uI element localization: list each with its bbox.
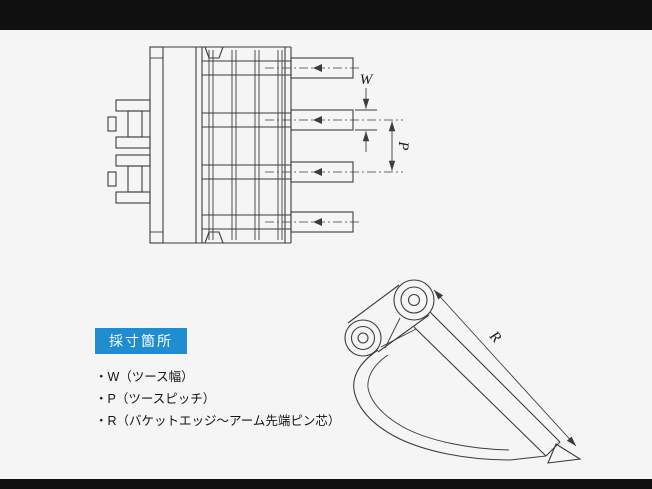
bucket-top-view <box>107 46 403 244</box>
rib-cap-bottom <box>204 231 224 244</box>
legend-item-r: ・R（バケットエッジ～アーム先端ピン芯） <box>95 413 341 428</box>
tooth-1 <box>202 57 360 79</box>
dimension-r-label: R <box>485 328 504 346</box>
legend-title: 採寸箇所 <box>95 328 187 354</box>
rib-cap-top <box>204 46 224 59</box>
tooth-4 <box>202 211 360 233</box>
legend-item-w: ・W（ツース幅） <box>95 370 194 384</box>
dimension-w-label: W <box>360 72 374 88</box>
hinge-bracket-lower <box>107 154 151 204</box>
side-plate <box>149 46 164 244</box>
tooth-2 <box>202 109 403 131</box>
legend: 採寸箇所 ・W（ツース幅） ・P（ツースピッチ） ・R（バケットエッジ～アーム先… <box>95 328 340 433</box>
bucket-side-view <box>344 279 582 464</box>
link-pin-boss <box>344 319 382 357</box>
bottom-letterbox-bar <box>0 479 652 489</box>
legend-item-p: ・P（ツースピッチ） <box>95 391 216 406</box>
hinge-bracket-upper <box>107 99 151 149</box>
dimension-p-label: P <box>395 140 411 150</box>
arm-pin-boss <box>393 279 435 321</box>
dimension-p: P <box>388 121 411 171</box>
legend-items: ・W（ツース幅） ・P（ツースピッチ） ・R（バケットエッジ～アーム先端ピン芯） <box>95 367 340 433</box>
dimension-w: W <box>355 72 377 152</box>
top-letterbox-bar <box>0 0 652 30</box>
edge-tooth <box>547 443 582 464</box>
tooth-3 <box>202 161 403 183</box>
